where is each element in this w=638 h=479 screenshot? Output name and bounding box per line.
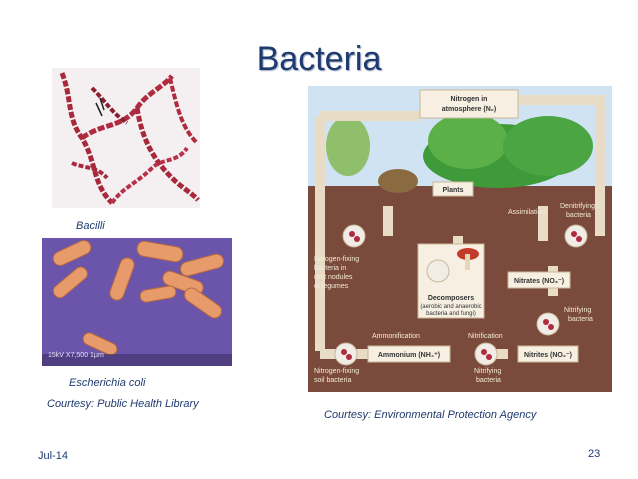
plants-label: Plants [442,187,463,194]
footer-date: Jul-14 [38,450,68,462]
nf-soil-label-2: soil bacteria [314,377,351,384]
ecoli-image: 15kV X7,500 1μm [42,238,232,366]
left-credit: Courtesy: Public Health Library [47,398,199,410]
decomposers-label: Decomposers [428,295,474,302]
nitrates-label: Nitrates (NO₃⁻) [514,278,564,285]
decomposers-box [417,243,485,319]
atmosphere-box [419,89,519,119]
slide-title: Bacteria [256,40,382,78]
nitrogen-cycle-svg: Nitrogen in atmosphere (N₂) Plants Assim… [308,86,612,392]
plant-foliage [326,113,593,188]
page-number: 23 [588,448,601,460]
atmosphere-label-2: atmosphere (N₂) [442,106,496,113]
right-credit: Courtesy: Environmental Protection Agenc… [324,409,537,421]
microscope-info: 15kV X7,500 1μm [48,352,104,359]
nf-root-label-2: bacteria in [314,265,346,272]
ecoli-drawing [42,238,232,366]
nitrification-label: Nitrification [468,333,503,340]
denitrifying-label-2: bacteria [566,212,591,219]
nitrites-box [517,345,579,363]
decomposers-label-2: (aerobic and anaerobic [420,304,481,310]
nf-root-label-4: of legumes [314,283,349,290]
nitrogen-cycle-diagram: Nitrogen in atmosphere (N₂) Plants Assim… [308,86,612,392]
nitrifying-label-2: bacteria [568,316,593,323]
assimilation-label: Assimilation [508,209,545,216]
nitrifying-bottom-label-1: Nitrifying [474,368,501,375]
ammonium-label: Ammonium (NH₄⁺) [378,352,440,359]
ammonification-label: Ammonification [372,333,420,340]
rodent [378,169,418,193]
ecoli-caption: Escherichia coli [69,377,146,389]
bacteria-marks [341,231,582,360]
nitrites-label: Nitrites (NO₂⁻) [524,352,572,359]
nitrifying-label-1: Nitrifying [564,307,591,314]
nf-root-label-3: root nodules [314,274,353,281]
atmosphere-label: Nitrogen in [451,96,488,103]
bacilli-image [52,68,200,208]
nf-root-label-1: Nitrogen-fixing [314,256,359,263]
denitrifying-label: Denitrifying [560,203,595,210]
bacilli-drawing [52,68,200,208]
ammonium-box [367,345,451,363]
nitrates-box [507,271,571,289]
decomposers-label-3: bacteria and fungi) [426,311,476,317]
nf-soil-label-1: Nitrogen-fixing [314,368,359,375]
bacilli-caption: Bacilli [76,220,105,232]
plants-box [432,181,474,197]
nitrifying-bottom-label-2: bacteria [476,377,501,384]
